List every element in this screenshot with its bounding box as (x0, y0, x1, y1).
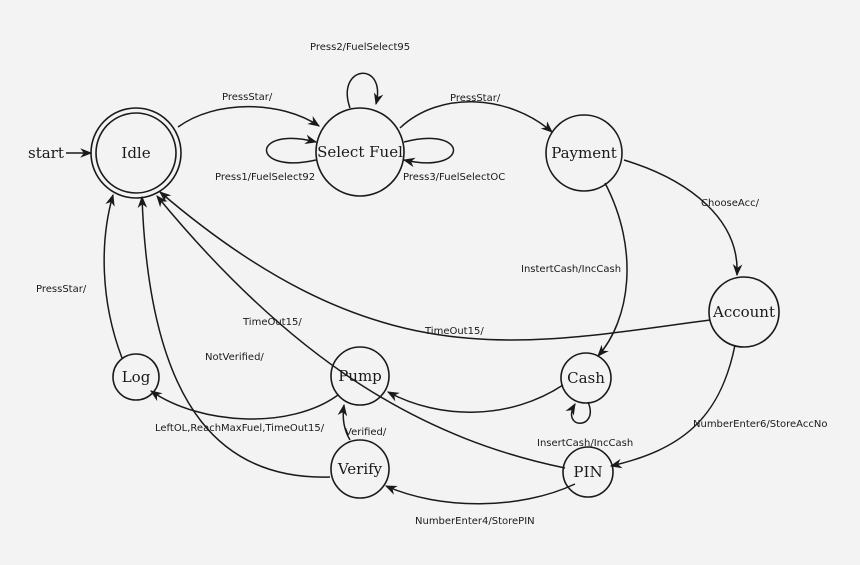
label-select-loop-top: Press2/FuelSelect95 (310, 42, 410, 53)
edge-select-loop-left (265, 134, 318, 164)
edge-account-to-pin (609, 344, 736, 469)
state-cash: Cash (560, 352, 612, 404)
label-payment-to-account: ChooseAcc/ (701, 198, 760, 209)
edge-log-to-idle (103, 193, 123, 359)
state-log: Log (112, 353, 160, 401)
edge-payment-to-cash (597, 182, 628, 357)
start-label: start (28, 144, 64, 162)
state-label-idle: Idle (121, 144, 150, 162)
state-pump: Pump (330, 346, 390, 406)
state-label-pin: PIN (573, 463, 602, 481)
label-cash-loop: InsertCash/IncCash (537, 438, 633, 449)
label-verify-to-pump: Verified/ (345, 427, 387, 438)
label-pin-to-idle: TimeOut15/ (242, 317, 302, 328)
edge-verify-to-pump (337, 403, 351, 441)
label-select-fuel-to-payment: PressStar/ (450, 93, 501, 104)
label-account-to-pin: NumberEnter6/StoreAccNo (693, 419, 827, 430)
state-payment: Payment (545, 114, 623, 192)
edge-select-loop-right (402, 137, 455, 168)
edge-pin-to-idle (156, 195, 566, 469)
state-label-pump: Pump (338, 367, 382, 385)
state-label-verify: Verify (337, 460, 383, 478)
state-label-select-fuel: Select Fuel (317, 143, 403, 161)
label-idle-to-select-fuel: PressStar/ (222, 92, 273, 103)
state-label-cash: Cash (567, 369, 605, 387)
label-select-loop-right: Press3/FuelSelectOC (403, 172, 505, 183)
label-verify-to-idle: NotVerified/ (205, 352, 264, 363)
state-pin: PIN (562, 446, 614, 498)
state-idle: Idle (90, 107, 182, 199)
edge-verify-to-idle (137, 195, 331, 478)
edge-pump-to-log (150, 390, 339, 420)
label-payment-to-cash: InstertCash/IncCash (521, 264, 621, 275)
label-pump-to-log: LeftOL,ReachMaxFuel,TimeOut15/ (155, 423, 325, 434)
edge-idle-to-select-fuel (177, 105, 320, 128)
edge-select-loop-top (346, 72, 384, 109)
state-account: Account (708, 276, 780, 348)
edge-cash-to-pump (386, 384, 564, 413)
label-log-to-idle: PressStar/ (36, 284, 87, 295)
state-label-account: Account (712, 303, 775, 321)
state-select-fuel: Select Fuel (315, 107, 405, 197)
label-pin-to-verify: NumberEnter4/StorePIN (415, 516, 535, 527)
edge-account-to-idle (159, 191, 711, 341)
state-label-payment: Payment (551, 144, 617, 162)
edge-select-fuel-to-payment (399, 101, 553, 133)
edge-cash-loop (565, 401, 591, 424)
edge-payment-to-account (623, 159, 743, 277)
label-select-loop-left: Press1/FuelSelect92 (215, 172, 315, 183)
state-verify: Verify (330, 439, 390, 499)
label-account-to-idle: TimeOut15/ (424, 326, 484, 337)
edge-pin-to-verify (384, 483, 576, 505)
state-label-log: Log (122, 368, 151, 386)
